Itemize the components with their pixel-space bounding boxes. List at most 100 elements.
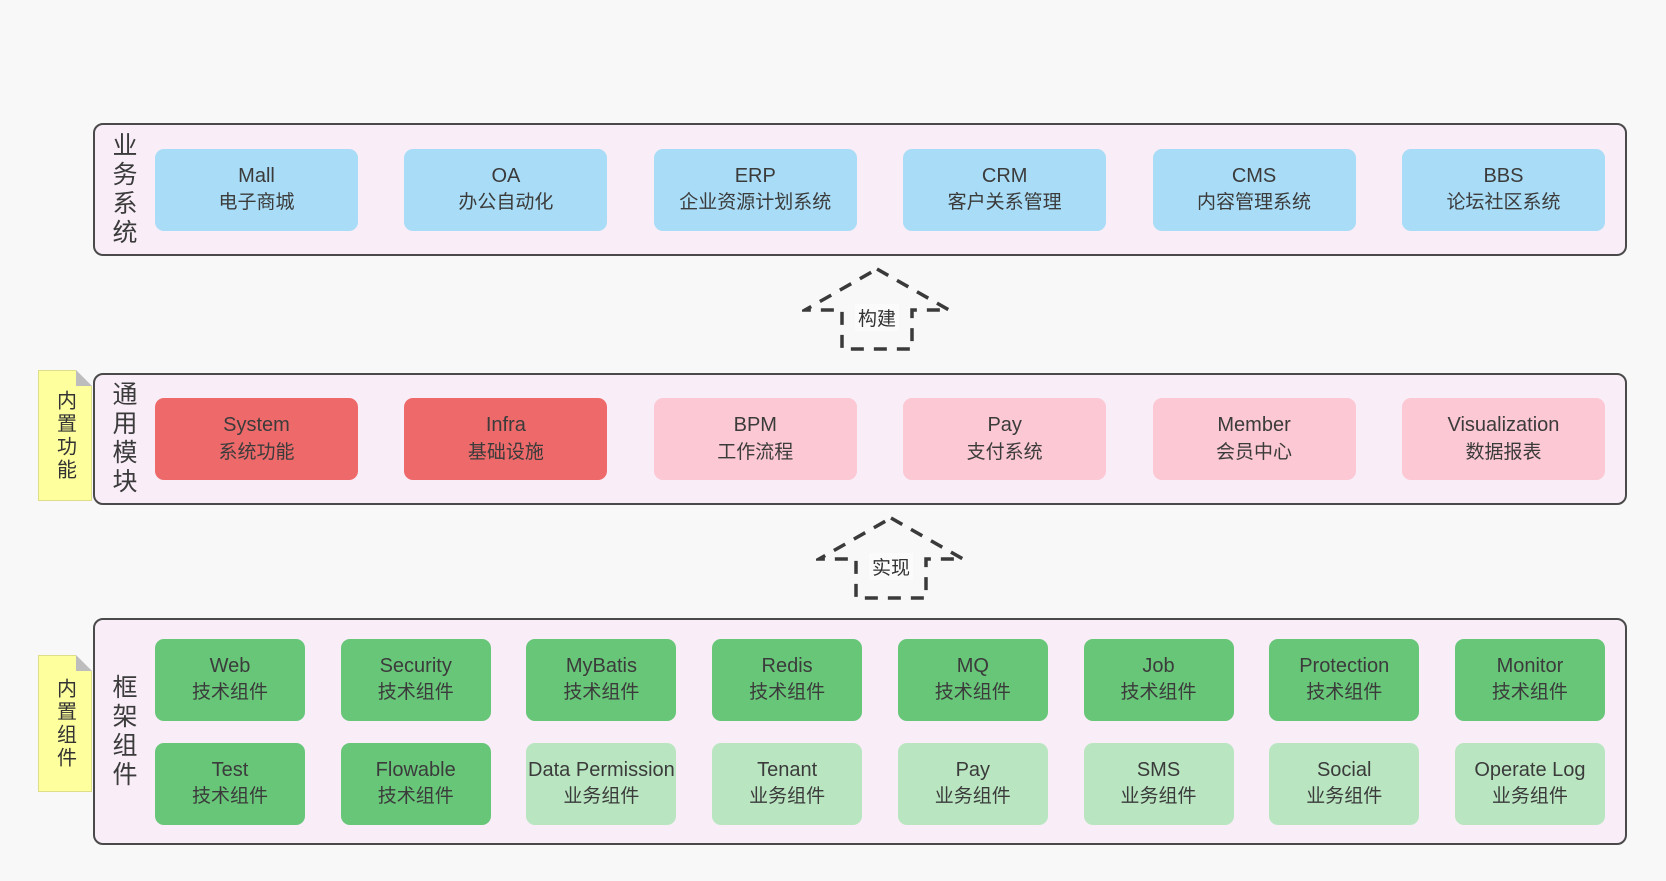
box-title: BBS <box>1483 164 1524 187</box>
box-subtitle: 技术组件 <box>934 682 1011 704</box>
box-subtitle: 技术组件 <box>377 682 454 704</box>
layer-common-modules: 通用模块 System 系统功能 Infra 基础设施 BPM 工作流程 Pay… <box>93 373 1627 505</box>
box-infra: Infra 基础设施 <box>404 398 608 480</box>
box-subtitle: 支付系统 <box>966 441 1043 463</box>
layer-components-side-label: 框架组件 <box>109 673 137 790</box>
sticky-note-text: 内置组件 <box>53 677 76 770</box>
sticky-note-built-in-functions: 内置功能 <box>38 370 92 501</box>
box-title: Redis <box>761 654 813 677</box>
box-subtitle: 技术组件 <box>563 682 640 704</box>
layer-business-side-label: 业务系统 <box>109 131 137 248</box>
box-bbs: BBS 论坛社区系统 <box>1401 148 1605 231</box>
box-subtitle: 技术组件 <box>191 682 268 704</box>
up-block-arrow-icon <box>802 266 952 351</box>
sticky-note-built-in-components: 内置组件 <box>38 655 92 792</box>
box-subtitle: 办公自动化 <box>458 192 554 214</box>
business-boxes-row: Mall 电子商城 OA 办公自动化 ERP 企业资源计划系统 CRM 客户关系… <box>155 148 1605 231</box>
box-subtitle: 论坛社区系统 <box>1446 192 1561 214</box>
box-subtitle: 技术组件 <box>1120 682 1197 704</box>
implement-arrow: 实现 <box>816 515 966 601</box>
box-subtitle: 系统功能 <box>218 441 295 463</box>
modules-boxes-row: System 系统功能 Infra 基础设施 BPM 工作流程 Pay 支付系统… <box>155 398 1605 480</box>
box-title: Member <box>1217 414 1291 437</box>
box-title: MyBatis <box>565 654 637 677</box>
components-rows: Web 技术组件 Security 技术组件 MyBatis 技术组件 Redi… <box>155 638 1605 825</box>
layer-framework-components: 框架组件 Web 技术组件 Security 技术组件 MyBatis 技术组件… <box>93 618 1627 845</box>
box-monitor: Monitor 技术组件 <box>1454 638 1605 721</box>
box-title: Protection <box>1299 654 1390 677</box>
box-subtitle: 会员中心 <box>1216 441 1293 463</box>
box-pay-business: Pay 业务组件 <box>897 742 1048 825</box>
layer-modules-side-label: 通用模块 <box>109 381 137 497</box>
box-title: Security <box>379 654 452 677</box>
box-bpm: BPM 工作流程 <box>653 398 857 480</box>
box-subtitle: 客户关系管理 <box>947 192 1062 214</box>
box-subtitle: 技术组件 <box>191 786 268 808</box>
box-cms: CMS 内容管理系统 <box>1152 148 1356 231</box>
box-security: Security 技术组件 <box>340 638 491 721</box>
box-oa: OA 办公自动化 <box>404 148 608 231</box>
box-mybatis: MyBatis 技术组件 <box>526 638 677 721</box>
box-system: System 系统功能 <box>155 398 358 480</box>
box-title: Mall <box>238 164 275 187</box>
box-job: Job 技术组件 <box>1083 638 1234 721</box>
box-operate-log: Operate Log 业务组件 <box>1454 742 1605 825</box>
box-title: System <box>223 414 290 437</box>
box-redis: Redis 技术组件 <box>712 638 863 721</box>
sticky-note-text: 内置功能 <box>53 389 76 482</box>
build-arrow: 构建 <box>802 266 952 352</box>
box-title: Job <box>1142 654 1175 677</box>
box-tenant: Tenant 业务组件 <box>712 742 863 825</box>
box-subtitle: 技术组件 <box>1491 682 1568 704</box>
box-subtitle: 电子商城 <box>218 192 295 214</box>
box-member: Member 会员中心 <box>1152 398 1356 480</box>
box-flowable: Flowable 技术组件 <box>340 742 491 825</box>
box-test: Test 技术组件 <box>155 742 305 825</box>
box-subtitle: 企业资源计划系统 <box>679 192 832 214</box>
box-title: Monitor <box>1496 654 1564 677</box>
box-title: Infra <box>485 414 526 437</box>
box-title: Tenant <box>757 758 818 781</box>
box-title: Data Permission <box>528 758 675 781</box>
box-subtitle: 工作流程 <box>717 441 794 463</box>
box-title: OA <box>491 164 521 187</box>
box-title: Social <box>1316 758 1372 781</box>
box-subtitle: 技术组件 <box>749 682 826 704</box>
box-subtitle: 业务组件 <box>1491 786 1568 808</box>
box-title: Pay <box>955 758 991 781</box>
box-subtitle: 数据报表 <box>1465 441 1542 463</box>
box-subtitle: 内容管理系统 <box>1197 192 1312 214</box>
box-mq: MQ 技术组件 <box>897 638 1048 721</box>
box-title: CRM <box>981 164 1028 187</box>
box-data-permission: Data Permission 业务组件 <box>526 742 677 825</box>
box-mall: Mall 电子商城 <box>155 148 358 231</box>
box-title: MQ <box>956 654 989 677</box>
box-title: Flowable <box>375 758 456 781</box>
box-visualization: Visualization 数据报表 <box>1401 398 1605 480</box>
components-row-2: Test 技术组件 Flowable 技术组件 Data Permission … <box>155 742 1605 825</box>
box-subtitle: 技术组件 <box>377 786 454 808</box>
box-erp: ERP 企业资源计划系统 <box>653 148 857 231</box>
box-subtitle: 技术组件 <box>1306 682 1383 704</box>
box-sms: SMS 业务组件 <box>1083 742 1234 825</box>
box-title: BPM <box>733 414 777 437</box>
up-block-arrow-icon <box>816 515 966 600</box>
components-row-1: Web 技术组件 Security 技术组件 MyBatis 技术组件 Redi… <box>155 638 1605 721</box>
box-title: Visualization <box>1447 414 1560 437</box>
box-social: Social 业务组件 <box>1269 742 1420 825</box>
box-title: Web <box>209 654 251 677</box>
box-title: Test <box>211 758 249 781</box>
build-arrow-label: 构建 <box>854 304 900 331</box>
implement-arrow-label: 实现 <box>868 553 914 580</box>
box-subtitle: 基础设施 <box>467 441 544 463</box>
box-subtitle: 业务组件 <box>1120 786 1197 808</box>
box-title: ERP <box>734 164 776 187</box>
box-pay: Pay 支付系统 <box>903 398 1107 480</box>
box-title: Pay <box>987 414 1022 437</box>
box-subtitle: 业务组件 <box>749 786 826 808</box>
box-subtitle: 业务组件 <box>934 786 1011 808</box>
box-crm: CRM 客户关系管理 <box>903 148 1107 231</box>
box-subtitle: 业务组件 <box>563 786 640 808</box>
box-protection: Protection 技术组件 <box>1269 638 1420 721</box>
box-subtitle: 业务组件 <box>1306 786 1383 808</box>
